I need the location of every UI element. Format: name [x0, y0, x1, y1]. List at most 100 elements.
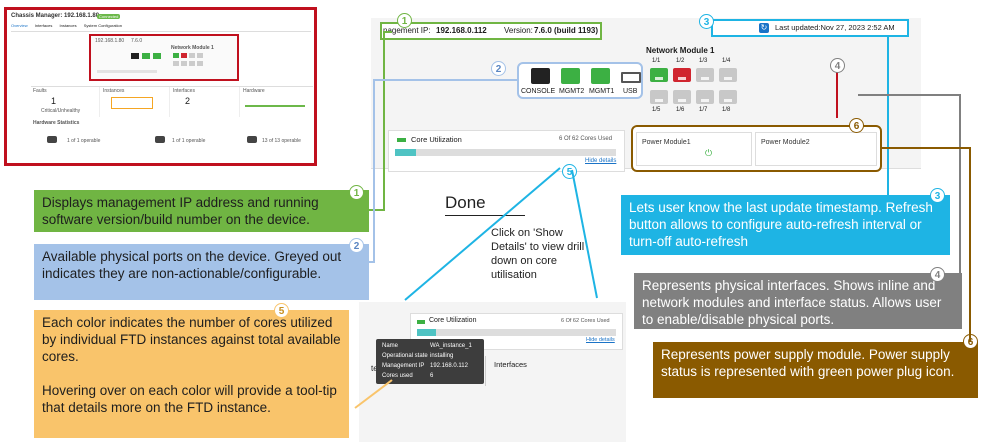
connector-5b [571, 169, 598, 299]
thumb-console-port [131, 53, 139, 59]
show-details-note: Click on 'Show Details' to view drill do… [491, 227, 585, 281]
tab-overview[interactable]: Overview [11, 23, 28, 28]
connector-2 [369, 79, 517, 263]
thumb-mgmt-port [153, 53, 161, 59]
interface-port-1-5[interactable] [650, 90, 668, 104]
usb-port-icon[interactable] [621, 72, 641, 83]
tooltip-value-state: installing [430, 353, 454, 359]
thumbnail-version: 7.6.0 [131, 38, 143, 44]
thumbnail-tabs: Overview Interfaces Instances System Con… [11, 23, 311, 32]
power-module-1-label: Power Module1 [642, 139, 691, 146]
zoom-core-fill[interactable] [417, 329, 437, 336]
callout-box-6: Represents power supply module. Power su… [653, 342, 978, 398]
callout-badge-2: 2 [491, 61, 506, 76]
callout-badge-3: 3 [699, 14, 714, 29]
zoom-interfaces-label: Interfaces [494, 360, 527, 369]
callout-badge-2-box: 2 [349, 238, 364, 253]
thumb-port [181, 53, 187, 58]
mgmt1-port-icon[interactable] [591, 68, 610, 84]
mgmt-ip-label: nagement IP: [383, 26, 431, 35]
tooltip-label-mgmt-ip: Management IP [382, 363, 425, 369]
power-module-1: Power Module1 ⏻ [636, 132, 752, 166]
thumbnail-highlight: 192.168.1.80 7.6.0 Network Module 1 [89, 34, 239, 81]
thumb-power-icon [155, 136, 165, 143]
version-value: 7.6.0 (build 1193) [534, 26, 599, 35]
callout-badge-4-top: 4 [830, 58, 845, 73]
interface-port-1-4[interactable] [719, 68, 737, 82]
callout-badge-6-main: 6 [849, 118, 864, 133]
tooltip-value-mgmt-ip: 192.168.0.112 [430, 363, 468, 369]
interface-port-1-7[interactable] [696, 90, 714, 104]
thumb-port [181, 61, 187, 66]
hide-details-link[interactable]: Hide details [585, 158, 617, 164]
tab-interfaces[interactable]: Interfaces [34, 23, 53, 28]
power-module-2-label: Power Module2 [761, 139, 810, 146]
cores-used-text: 6 Of 62 Cores Used [559, 136, 613, 142]
callout-box-3: Lets user know the last update timestamp… [621, 195, 950, 255]
thumb-panel-hardware: Hardware [241, 87, 311, 117]
interface-port-1-8[interactable] [719, 90, 737, 104]
zoom-hide-details-link[interactable]: Hide details [586, 337, 615, 343]
thumb-fan-icon [247, 136, 257, 143]
last-updated-banner: ↻ Last updated:Nov 27, 2023 2:52 AM [711, 19, 909, 37]
tab-system-configuration[interactable]: System Configuration [83, 23, 122, 28]
interface-port-1-6[interactable] [673, 90, 691, 104]
thumb-stat: 13 of 13 operable [262, 138, 301, 144]
thumb-port [197, 53, 203, 58]
instance-tooltip: Name WA_instance_1 Operational state ins… [376, 339, 484, 384]
port-num-1-5: 1/5 [652, 107, 661, 113]
thumb-panel-interfaces: Interfaces 2 [171, 87, 240, 117]
tab-instances[interactable]: Instances [59, 23, 77, 28]
callout-badge-1: 1 [397, 13, 412, 28]
core-utilization-fill[interactable] [395, 149, 417, 156]
thumb-panel-title: Faults [33, 88, 47, 94]
thumb-panel-title: Instances [103, 88, 125, 94]
thumbnail-panels: Faults 1 Critical/Unhealthy Instances In… [31, 86, 313, 119]
interface-port-1-1[interactable] [650, 68, 668, 82]
port-num-1-2: 1/2 [676, 58, 685, 64]
connector-6 [882, 147, 971, 342]
core-utilization-icon [417, 320, 425, 324]
mgmt2-port-icon[interactable] [561, 68, 580, 84]
thumb-panel-chart [111, 97, 153, 109]
thumb-panel-sub: Critical/Unhealthy [41, 108, 81, 114]
port-label-usb: USB [623, 88, 638, 95]
refresh-icon[interactable]: ↻ [759, 23, 769, 33]
interface-port-1-2[interactable] [673, 68, 691, 82]
port-label-mgmt1: MGMT1 [589, 88, 615, 95]
thumb-panel-value: 2 [185, 96, 191, 106]
version-label: Version: [504, 26, 533, 35]
tooltip-label-cores: Cores used [382, 373, 413, 379]
connector-1 [369, 31, 392, 211]
callout-badge-1-box: 1 [349, 185, 364, 200]
zoom-cores-used: 6 Of 62 Cores Used [561, 318, 610, 324]
port-num-1-6: 1/6 [676, 107, 685, 113]
callout-box-5: Each color indicates the number of cores… [34, 310, 349, 438]
connector-5c [354, 379, 393, 409]
zoom-core-utilization-label: Core Utilization [429, 317, 477, 324]
chassis-manager-thumbnail: Chassis Manager: 192.168.1.80 Connected … [4, 7, 317, 166]
callout-badge-4-box: 4 [930, 267, 945, 282]
thumb-panel-bar [245, 105, 305, 107]
thumb-mgmt-port [142, 53, 150, 59]
zoom-core-utilization-card: Core Utilization 6 Of 62 Cores Used Hide… [410, 313, 623, 350]
thumb-panel-title: Interfaces [173, 88, 195, 94]
tooltip-label-state: Operational state [382, 353, 428, 359]
thumb-panel-value: 1 [51, 96, 57, 106]
power-plug-icon: ⏻ [705, 148, 713, 158]
port-num-1-7: 1/7 [699, 107, 708, 113]
console-port-icon[interactable] [531, 68, 550, 84]
connector-5a [404, 167, 561, 301]
tooltip-label-name: Name [382, 343, 399, 349]
core-utilization-icon [397, 138, 406, 142]
status-pill: Connected [97, 14, 121, 19]
thumb-stats-header: Hardware Statistics [33, 120, 80, 126]
thumb-panel-instances: Instances [101, 87, 170, 117]
thumb-panel-title: Hardware [243, 88, 265, 94]
thumbnail-module-title: Network Module 1 [171, 45, 214, 51]
interface-port-1-3[interactable] [696, 68, 714, 82]
callout-box-2: Available physical ports on the device. … [34, 244, 369, 300]
mgmt-ip-value: 192.168.0.112 [436, 26, 487, 35]
thumb-port [189, 53, 195, 58]
zoom-core-bar [417, 329, 616, 336]
